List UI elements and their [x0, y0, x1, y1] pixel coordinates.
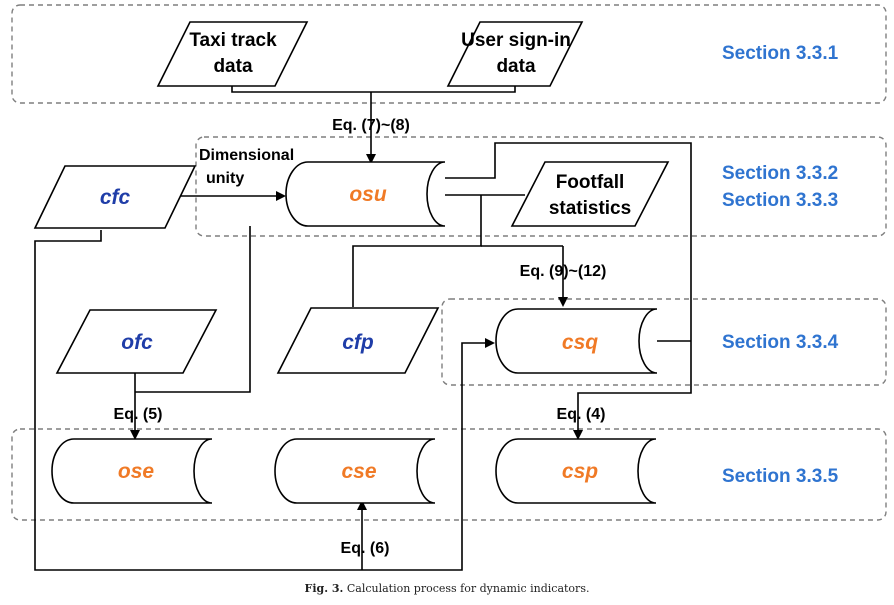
osu-store	[285, 161, 446, 227]
unity-label: unity	[206, 170, 244, 187]
cse-store	[274, 438, 436, 504]
section-box-2	[195, 136, 887, 237]
cfc-label: cfc	[100, 186, 131, 209]
footfall-line2: statistics	[549, 198, 631, 219]
cse-label: cse	[341, 460, 376, 483]
csp-label: csp	[562, 460, 598, 483]
eq-9-12-label: Eq. (9)~(12)	[520, 263, 607, 280]
flow-diagram: Taxi track data User sign-in data cfc Fo…	[11, 4, 887, 571]
figure-caption: Fig. 3. Calculation process for dynamic …	[0, 582, 894, 595]
csp-store	[495, 438, 657, 504]
taxi-line2: data	[213, 56, 253, 77]
dimensional-label: Dimensional	[199, 147, 294, 164]
csq-label: csq	[562, 331, 598, 354]
connectors	[34, 86, 692, 571]
section-3-3-2-label: Section 3.3.2	[722, 163, 838, 184]
taxi-line1: Taxi track	[189, 30, 277, 51]
eq-5-label: Eq. (5)	[114, 406, 163, 423]
section-box-1	[11, 4, 887, 104]
user-line1: User sign-in	[461, 30, 571, 51]
taxi-track-data-input	[156, 21, 309, 87]
cfp-label: cfp	[342, 331, 374, 354]
ofc-label: ofc	[121, 331, 153, 354]
section-3-3-4-label: Section 3.3.4	[722, 332, 839, 353]
eq-6-label: Eq. (6)	[341, 540, 390, 557]
section-box-5	[11, 428, 887, 521]
footfall-statistics-input	[510, 161, 670, 227]
osu-label: osu	[349, 183, 387, 206]
section-3-3-1-label: Section 3.3.1	[722, 43, 839, 64]
ose-label: ose	[118, 460, 155, 483]
ofc-input	[55, 309, 218, 374]
section-3-3-5-label: Section 3.3.5	[722, 466, 839, 487]
section-3-3-3-label: Section 3.3.3	[722, 190, 838, 211]
footfall-line1: Footfall	[556, 172, 625, 193]
csq-store	[495, 308, 658, 374]
figure-number: Fig. 3.	[304, 582, 344, 595]
user-line2: data	[496, 56, 536, 77]
cfc-input	[33, 165, 197, 229]
user-sign-in-data-input	[446, 21, 584, 87]
cfp-input	[276, 307, 440, 374]
eq-4-label: Eq. (4)	[557, 406, 606, 423]
eq-7-8-label: Eq. (7)~(8)	[332, 117, 410, 134]
ose-store	[51, 438, 213, 504]
figure-caption-text: Calculation process for dynamic indicato…	[346, 582, 590, 595]
